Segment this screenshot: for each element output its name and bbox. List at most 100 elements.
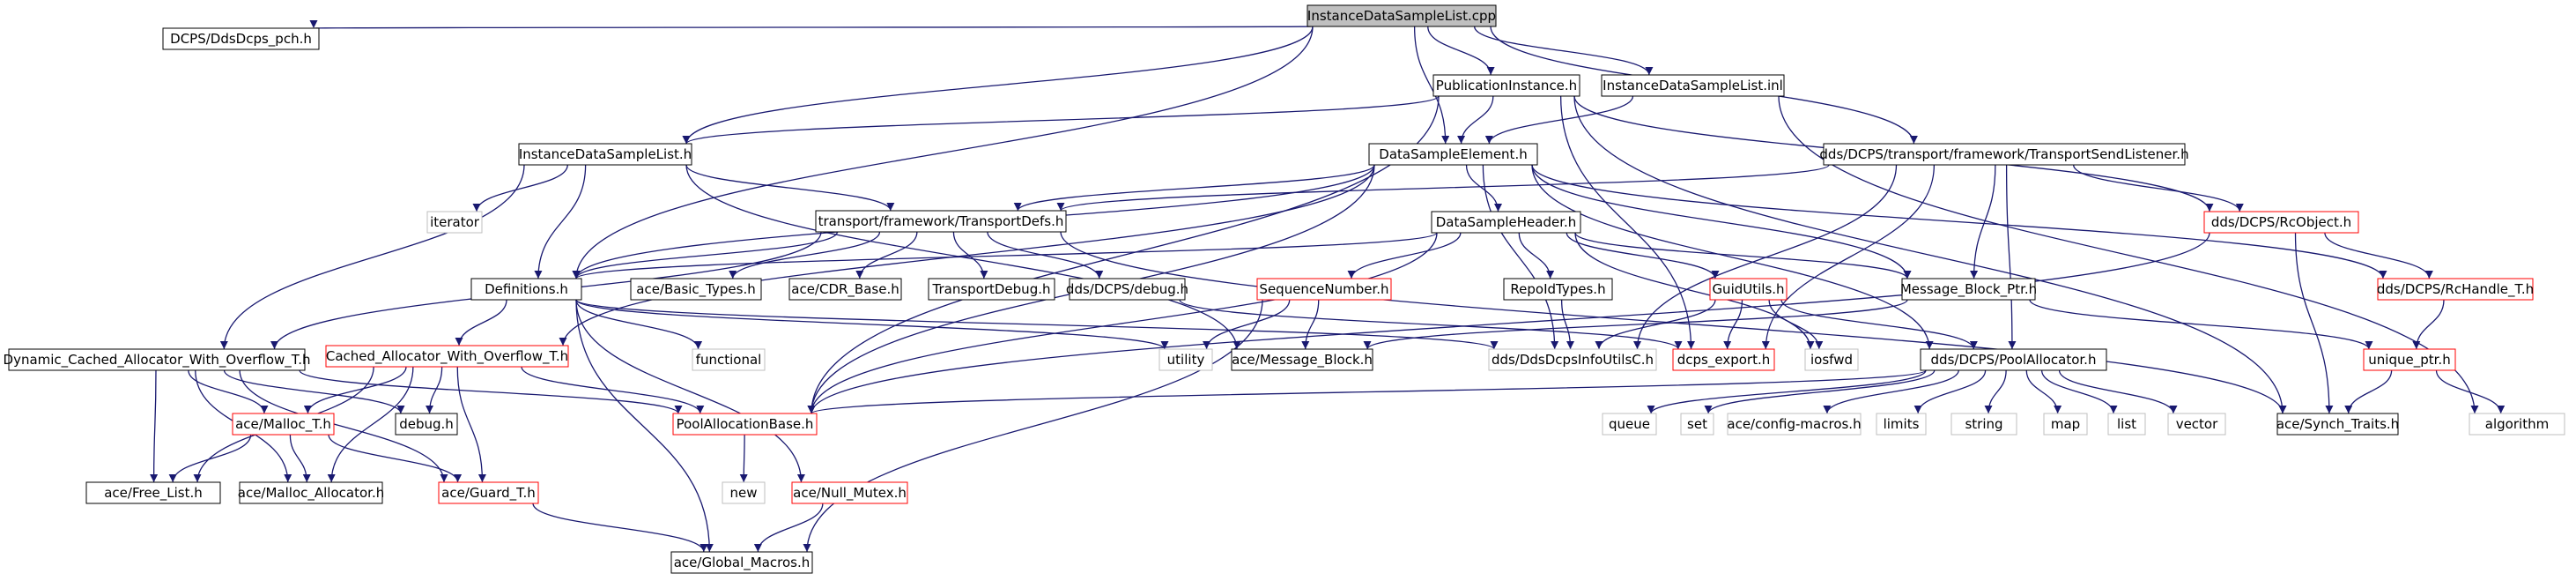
node-dse[interactable]: DataSampleElement.h — [1368, 143, 1538, 166]
node-box-debugh — [395, 413, 458, 436]
dependency-edge-dsh-to-seqnum — [1347, 232, 1462, 279]
node-algorithm: algorithm — [2469, 413, 2565, 436]
node-ddebug[interactable]: dds/DCPS/debug.h — [1066, 278, 1188, 301]
dependency-edge-nullmutex-to-globalmacros — [753, 503, 824, 553]
node-defs[interactable]: Definitions.h — [470, 278, 582, 301]
dependency-edge-rcobj-to-rch — [2324, 232, 2433, 279]
dependency-edge-pool-to-queue — [1647, 369, 1927, 414]
node-label-vector: vector — [2176, 416, 2218, 432]
node-box-pool — [1920, 348, 2107, 371]
node-box-synch — [2276, 413, 2399, 436]
node-idslh[interactable]: InstanceDataSampleList.h — [518, 143, 692, 166]
node-pubinst[interactable]: PublicationInstance.h — [1432, 74, 1580, 97]
node-basic[interactable]: ace/Basic_Types.h — [630, 278, 762, 301]
node-mbp[interactable]: Message_Block_Ptr.h — [1900, 278, 2037, 301]
node-label-dcao: Dynamic_Cached_Allocator_With_Overflow_T… — [4, 352, 311, 369]
dependency-edge-pool-to-limits — [1913, 369, 1987, 414]
node-limits: limits — [1876, 413, 1927, 436]
node-pch[interactable]: DCPS/DdsDcps_pch.h — [162, 27, 320, 50]
node-box-repoid — [1503, 278, 1613, 301]
node-rch[interactable]: dds/DCPS/RcHandle_T.h — [2377, 278, 2534, 301]
dependency-edge-tdefs-to-defs — [572, 231, 839, 279]
node-seqnum[interactable]: SequenceNumber.h — [1256, 278, 1392, 301]
node-uptr[interactable]: unique_ptr.h — [2363, 348, 2456, 371]
dependency-edge-idslh-to-iterator — [472, 164, 568, 212]
dependency-edge-root-to-idslh — [682, 26, 1314, 145]
node-label-map: map — [2051, 416, 2080, 432]
node-layer: InstanceDataSampleList.cppDCPS/DdsDcps_p… — [4, 4, 2565, 574]
node-label-idslinl: InstanceDataSampleList.inl — [1603, 78, 1783, 93]
node-box-tsl — [1823, 143, 2186, 166]
node-vector: vector — [2167, 413, 2226, 436]
node-functional: functional — [692, 348, 766, 371]
node-configm: ace/config-macros.h — [1727, 413, 1862, 436]
node-pab[interactable]: PoolAllocationBase.h — [672, 413, 818, 436]
node-cao[interactable]: Cached_Allocator_With_Overflow_T.h — [325, 345, 569, 368]
dependency-edge-pool-to-configm — [1823, 369, 1959, 414]
node-label-dse: DataSampleElement.h — [1379, 146, 1527, 162]
node-guid[interactable]: GuidUtils.h — [1709, 278, 1788, 301]
dependency-edge-root-to-idslinl — [1473, 26, 1654, 76]
node-guard[interactable]: ace/Guard_T.h — [438, 481, 539, 504]
node-freelist[interactable]: ace/Free_List.h — [85, 481, 221, 504]
node-box-idslh — [518, 143, 692, 166]
node-label-iterator: iterator — [430, 214, 480, 230]
dependency-edge-pool-to-vector — [2058, 369, 2178, 414]
dependency-edge-defs-to-cao — [455, 299, 507, 346]
node-idslinl[interactable]: InstanceDataSampleList.inl — [1601, 74, 1785, 97]
node-queue: queue — [1602, 413, 1657, 436]
node-tsl[interactable]: dds/DCPS/transport/framework/TransportSe… — [1819, 143, 2189, 166]
node-rcobj[interactable]: dds/DCPS/RcObject.h — [2203, 211, 2359, 234]
node-dcao[interactable]: Dynamic_Cached_Allocator_With_Overflow_T… — [4, 348, 311, 371]
node-repoid[interactable]: RepoIdTypes.h — [1503, 278, 1613, 301]
node-nullmutex[interactable]: ace/Null_Mutex.h — [791, 481, 908, 504]
dependency-edge-defs-to-functional — [575, 299, 703, 350]
dependency-edge-dcao-to-guard — [239, 369, 448, 483]
node-cdr[interactable]: ace/CDR_Base.h — [788, 278, 902, 301]
dependency-edge-dcao-to-debugh — [223, 369, 405, 414]
node-box-acemb — [1231, 348, 1373, 371]
node-label-set: set — [1687, 416, 1707, 432]
node-box-infoutils — [1488, 348, 1657, 371]
node-synch[interactable]: ace/Synch_Traits.h — [2276, 413, 2399, 436]
node-label-tdefs: transport/framework/TransportDefs.h — [818, 213, 1064, 229]
node-tdefs[interactable]: transport/framework/TransportDefs.h — [815, 210, 1067, 233]
dependency-edge-defs-to-utility — [575, 299, 1169, 350]
node-label-list: list — [2117, 416, 2136, 432]
node-label-nullmutex: ace/Null_Mutex.h — [793, 485, 907, 502]
dependency-edge-guid-to-pool — [1780, 299, 1978, 350]
node-dsh[interactable]: DataSampleHeader.h — [1431, 211, 1581, 234]
node-label-pch: DCPS/DdsDcps_pch.h — [170, 31, 312, 48]
node-box-dse — [1368, 143, 1538, 166]
node-acemb[interactable]: ace/Message_Block.h — [1231, 348, 1373, 371]
node-globalmacros[interactable]: ace/Global_Macros.h — [670, 551, 813, 574]
dependency-edge-cao-to-malloc — [303, 366, 407, 414]
node-label-dsh: DataSampleHeader.h — [1436, 214, 1577, 230]
node-label-pubinst: PublicationInstance.h — [1436, 78, 1577, 93]
node-box-set — [1680, 413, 1714, 436]
dependency-edge-rch-to-uptr — [2412, 299, 2445, 350]
node-box-tdefs — [815, 210, 1067, 233]
node-label-guard: ace/Guard_T.h — [441, 485, 536, 502]
dependency-edge-dse-to-infoutils — [1482, 164, 1559, 350]
node-debugh[interactable]: debug.h — [395, 413, 458, 436]
dependency-edge-cao-to-debugh — [426, 366, 443, 414]
dependency-edge-pubinst-to-idslh — [682, 95, 1440, 145]
node-malloc[interactable]: ace/Malloc_T.h — [232, 413, 335, 436]
node-label-globalmacros: ace/Global_Macros.h — [674, 555, 811, 571]
dependency-edge-root-to-dse — [1413, 26, 1450, 145]
node-box-basic — [630, 278, 762, 301]
node-root[interactable]: InstanceDataSampleList.cpp — [1307, 4, 1497, 27]
node-label-infoutils: dds/DdsDcpsInfoUtilsC.h — [1492, 352, 1654, 368]
dependency-edge-guid-to-infoutils — [1595, 299, 1716, 350]
dependency-edge-pool-to-set — [1704, 369, 1936, 414]
node-box-iosfwd — [1804, 348, 1859, 371]
node-mallocalloc[interactable]: ace/Malloc_Allocator.h — [238, 481, 384, 504]
node-label-dcpsexport: dcps_export.h — [1677, 352, 1770, 369]
node-tdebug[interactable]: TransportDebug.h — [928, 278, 1055, 301]
dependency-edge-mbp-to-acemb — [1363, 299, 1908, 350]
node-pool[interactable]: dds/DCPS/PoolAllocator.h — [1920, 348, 2107, 371]
node-dcpsexport[interactable]: dcps_export.h — [1672, 348, 1775, 371]
dependency-edge-pubinst-to-dcpsexport — [1559, 95, 1696, 350]
node-box-uptr — [2363, 348, 2456, 371]
